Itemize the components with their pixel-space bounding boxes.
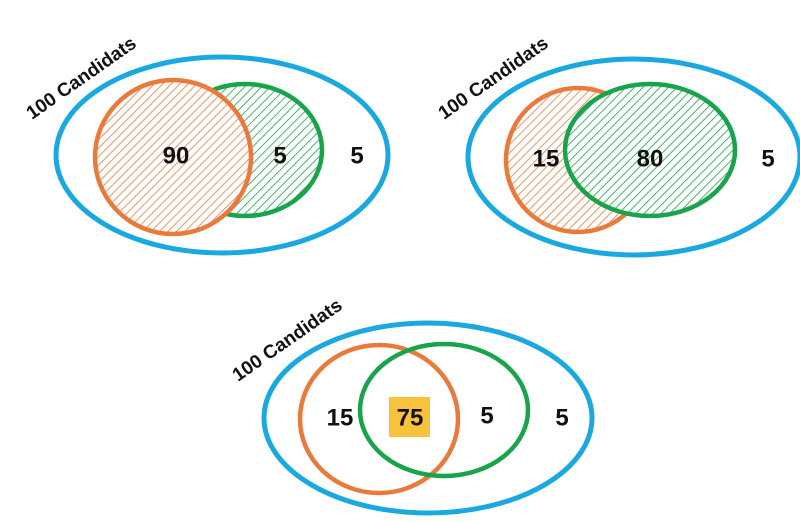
universe-ellipse xyxy=(261,320,595,516)
only-b-count: 5 xyxy=(273,142,286,169)
set-a-ellipse xyxy=(297,342,461,496)
both-count: 75 xyxy=(397,404,424,431)
outside-count: 5 xyxy=(350,142,363,169)
only-a-count: 15 xyxy=(533,145,560,172)
venn-diagram-3: 15 75 5 5 100 Candidats xyxy=(229,295,595,516)
both-count: 80 xyxy=(637,145,664,172)
outside-count: 5 xyxy=(555,404,568,431)
set-b-ellipse xyxy=(562,81,738,219)
set-b-ellipse xyxy=(357,341,531,479)
only-a-count: 90 xyxy=(163,142,190,169)
set-a-ellipse-hatch xyxy=(92,77,254,237)
universe-ellipse xyxy=(465,56,800,258)
outside-count: 5 xyxy=(761,145,774,172)
venn-diagram-1: 90 5 5 100 Candidats xyxy=(23,33,391,256)
both-highlight xyxy=(389,397,430,437)
venn-diagram-2: 15 80 5 100 Candidats xyxy=(435,33,800,258)
only-a-count: 15 xyxy=(327,404,354,431)
universe-ellipse xyxy=(53,54,391,256)
only-b-count: 5 xyxy=(480,402,493,429)
